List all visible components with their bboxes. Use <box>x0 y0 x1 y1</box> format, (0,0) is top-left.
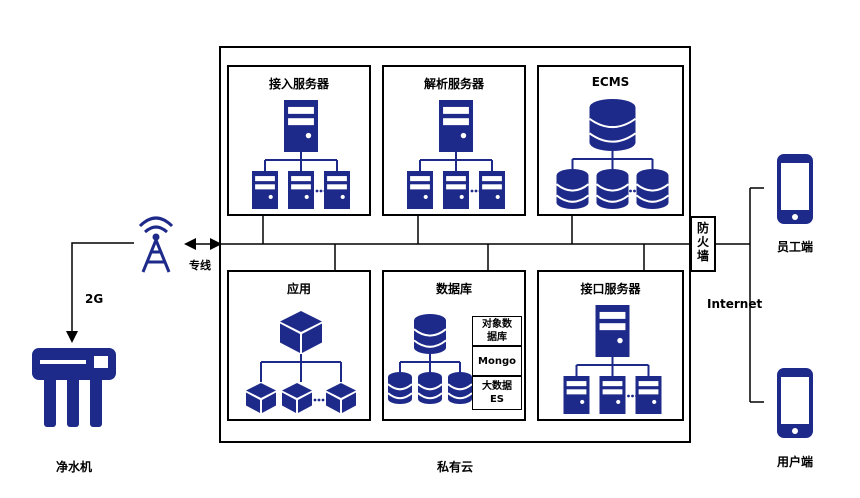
module-title: 接口服务器 <box>580 282 641 296</box>
module-title: 接入服务器 <box>268 77 329 91</box>
database-icon <box>635 169 670 210</box>
internet-label: Internet <box>707 297 763 311</box>
cube-icon <box>282 383 312 413</box>
store-mongo: Mongo <box>472 346 522 376</box>
database-icon <box>417 372 443 404</box>
module-title: ECMS <box>591 75 630 89</box>
water-purifier-icon <box>32 348 116 427</box>
module-ecms: ECMS <box>537 65 684 216</box>
database-icon <box>555 169 590 210</box>
module-title: 应用 <box>286 282 311 296</box>
database-icon <box>413 314 447 354</box>
cube-icon <box>246 383 276 413</box>
link-2g-label: 2G <box>85 292 104 306</box>
staff-phone-icon <box>777 154 813 224</box>
store-object-db: 对象数据库 <box>472 316 522 346</box>
module-database: 数据库 对象数据库 Mongo 大数据ES <box>382 270 526 421</box>
module-application: 应用 <box>227 270 371 421</box>
module-title: 解析服务器 <box>423 77 484 91</box>
cube-icon <box>326 383 356 413</box>
staff-client-label: 员工端 <box>776 240 814 254</box>
database-icon <box>595 169 630 210</box>
link-2g-arrow <box>66 242 134 343</box>
server-tree-icon <box>407 100 505 209</box>
firewall-box: 防 火 墙 <box>690 216 716 272</box>
server-tree-icon <box>563 305 662 414</box>
dedicated-line-label: 专线 <box>189 259 211 272</box>
user-phone-icon <box>777 368 813 438</box>
module-interface-server: 接口服务器 <box>537 270 684 421</box>
database-tree-icon <box>555 99 670 210</box>
water-purifier-label: 净水机 <box>55 460 93 474</box>
database-icon <box>447 372 473 404</box>
database-tree-icon <box>387 314 473 404</box>
cube-icon <box>280 311 322 353</box>
cube-tree-icon <box>246 311 356 413</box>
database-icon <box>588 99 637 151</box>
private-cloud-label: 私有云 <box>436 460 474 474</box>
user-client-label: 用户端 <box>776 455 814 469</box>
database-icon <box>387 372 413 404</box>
module-title: 数据库 <box>435 282 472 296</box>
antenna-icon <box>138 216 174 273</box>
module-access-server: 接入服务器 <box>227 65 371 216</box>
server-tree-icon <box>252 100 350 209</box>
module-parse-server: 解析服务器 <box>382 65 526 216</box>
store-bigdata-es: 大数据ES <box>472 376 522 410</box>
